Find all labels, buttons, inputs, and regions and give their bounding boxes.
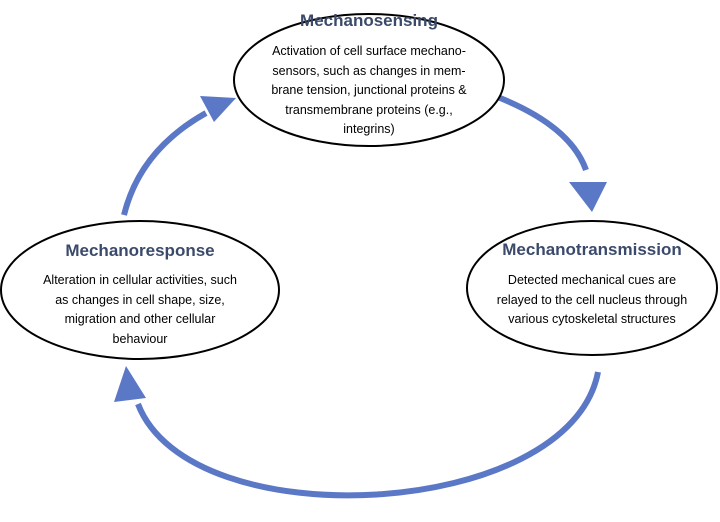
arrowhead-sensing-to-transmission <box>569 182 607 212</box>
mechanoresponse-line: migration and other cellular <box>64 312 216 326</box>
mechanoresponse-line: as changes in cell shape, size, <box>55 292 225 307</box>
mechanoresponse-ellipse <box>0 220 280 360</box>
arrow-transmission-to-response <box>135 371 601 499</box>
arrow-response-to-sensing <box>121 110 208 216</box>
mechanosensing-line: sensors, such as changes in mem- <box>272 63 466 78</box>
mechanotransmission-node: Mechanotransmission Detected mechanical … <box>467 237 717 355</box>
mechanotransmission-line: various cytoskeletal structures <box>508 312 676 326</box>
arrowhead-response-to-sensing <box>200 96 236 122</box>
mechanosensing-line: brane tension, junctional proteins & <box>271 83 467 97</box>
arrowhead-transmission-to-response <box>114 366 146 402</box>
mechanosensing-line: integrins) <box>343 122 395 136</box>
mechanoresponse-line: Alteration in cellular activities, such <box>43 273 237 287</box>
mechanosensing-node: Mechanosensing Activation of cell surfac… <box>234 8 504 144</box>
mechanoresponse-node: Mechanoresponse Alteration in cellular a… <box>2 238 278 358</box>
mechanotransmission-title: Mechanotransmission <box>502 240 682 259</box>
mechanosensing-ellipse <box>233 13 505 147</box>
mechanosensing-line: Activation of cell surface mechano- <box>272 44 466 58</box>
mechanoresponse-title: Mechanoresponse <box>65 241 215 260</box>
mechanotransmission-description: Detected mechanical cues are relayed to … <box>467 271 717 330</box>
mechanoresponse-description: Alteration in cellular activities, such … <box>2 271 278 349</box>
arrow-sensing-to-transmission <box>493 93 589 172</box>
mechanosensing-line: transmembrane proteins (e.g., <box>285 102 453 117</box>
mechanotransmission-line: Detected mechanical cues are <box>507 273 677 287</box>
mechanotransmission-line: relayed to the cell nucleus through <box>496 292 688 307</box>
mechanoresponse-line: behaviour <box>112 331 168 346</box>
mechanosensing-title: Mechanosensing <box>300 11 438 30</box>
mechanosensing-description: Activation of cell surface mechano- sens… <box>234 42 504 140</box>
mechanotransmission-ellipse <box>466 220 718 356</box>
